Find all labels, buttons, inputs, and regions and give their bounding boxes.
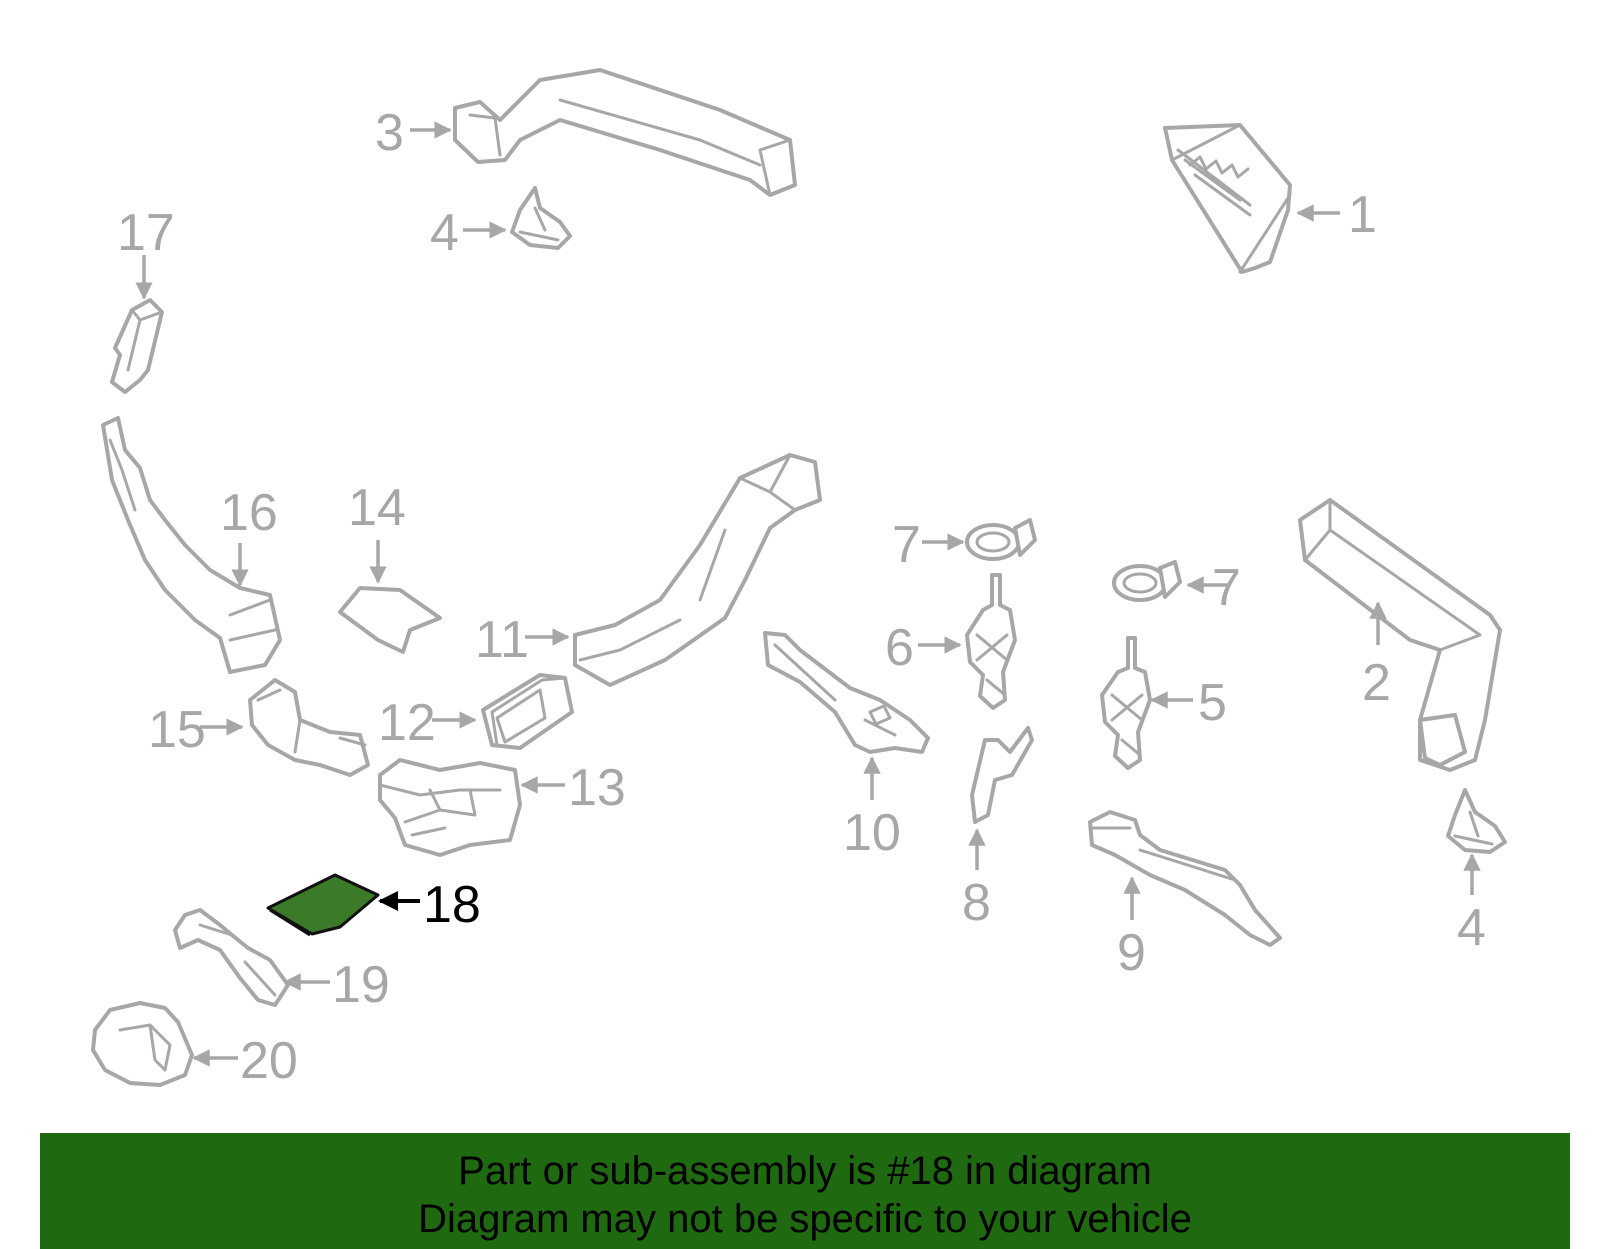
svg-text:13: 13 xyxy=(568,759,626,817)
svg-text:6: 6 xyxy=(885,619,914,677)
part-2-duct xyxy=(1298,498,1502,772)
callout-9: 9 xyxy=(1117,876,1146,982)
callout-4-bottom: 4 xyxy=(1457,853,1486,957)
part-9-duct xyxy=(1088,810,1282,947)
callout-15: 15 xyxy=(148,701,244,759)
part-1-vent-grille xyxy=(1163,123,1292,274)
callout-7-left: 7 xyxy=(892,516,965,574)
banner-text-part-number: Part or sub-assembly is #18 in diagram xyxy=(458,1149,1152,1193)
callout-14: 14 xyxy=(348,479,406,584)
callout-16: 16 xyxy=(220,484,278,587)
callout-19: 19 xyxy=(283,956,390,1014)
part-11-duct xyxy=(573,453,822,687)
part-16-duct xyxy=(101,416,282,674)
svg-text:3: 3 xyxy=(375,104,404,162)
callout-5: 5 xyxy=(1150,674,1227,732)
part-13-vent-housing xyxy=(378,758,522,857)
part-12-connector xyxy=(481,673,574,750)
part-20-vent-housing xyxy=(91,1001,194,1087)
svg-text:18: 18 xyxy=(423,876,481,934)
svg-text:14: 14 xyxy=(348,479,406,537)
svg-text:19: 19 xyxy=(332,956,390,1014)
svg-text:11: 11 xyxy=(475,611,529,669)
svg-text:9: 9 xyxy=(1117,924,1146,982)
svg-text:10: 10 xyxy=(843,804,901,862)
svg-text:15: 15 xyxy=(148,701,206,759)
part-8-bracket xyxy=(970,726,1034,824)
info-banner: Part or sub-assembly is #18 in diagram D… xyxy=(40,1133,1570,1249)
svg-text:16: 16 xyxy=(220,484,278,542)
part-7-ring-left xyxy=(965,518,1037,561)
part-19-duct xyxy=(173,908,290,1007)
callout-7-right: 7 xyxy=(1186,559,1241,617)
part-17-duct-piece xyxy=(110,298,164,394)
svg-text:12: 12 xyxy=(378,694,436,752)
part-4-clip-top xyxy=(510,186,572,250)
callout-12: 12 xyxy=(378,694,477,752)
callout-6: 6 xyxy=(885,619,962,677)
part-14-pad xyxy=(338,586,442,654)
callout-4-top: 4 xyxy=(430,204,507,262)
callout-20: 20 xyxy=(192,1032,298,1090)
part-6-adjuster xyxy=(965,573,1017,710)
svg-text:8: 8 xyxy=(962,874,991,932)
part-18-pad-highlighted[interactable] xyxy=(266,873,380,937)
svg-text:20: 20 xyxy=(240,1032,298,1090)
part-4-clip-bottom xyxy=(1446,788,1507,854)
svg-text:7: 7 xyxy=(892,516,921,574)
part-3-duct xyxy=(453,68,797,197)
callout-17: 17 xyxy=(117,204,175,300)
svg-text:7: 7 xyxy=(1212,559,1241,617)
callout-18: 18 xyxy=(378,876,481,934)
callout-2: 2 xyxy=(1362,601,1391,712)
part-5-adjuster xyxy=(1100,636,1152,770)
callout-13: 13 xyxy=(520,759,626,817)
part-10-duct xyxy=(763,631,930,754)
svg-text:1: 1 xyxy=(1348,186,1377,244)
svg-text:17: 17 xyxy=(117,204,175,262)
callout-1: 1 xyxy=(1296,186,1377,244)
svg-text:4: 4 xyxy=(1457,899,1486,957)
callout-8: 8 xyxy=(962,828,991,932)
part-7-ring-right xyxy=(1112,560,1182,602)
svg-text:2: 2 xyxy=(1362,654,1391,712)
callout-10: 10 xyxy=(843,756,901,862)
svg-text:4: 4 xyxy=(430,204,459,262)
banner-text-disclaimer: Diagram may not be specific to your vehi… xyxy=(418,1197,1192,1241)
callout-3: 3 xyxy=(375,104,452,162)
svg-text:5: 5 xyxy=(1198,674,1227,732)
callout-11: 11 xyxy=(475,611,570,669)
part-15-duct xyxy=(248,678,370,777)
